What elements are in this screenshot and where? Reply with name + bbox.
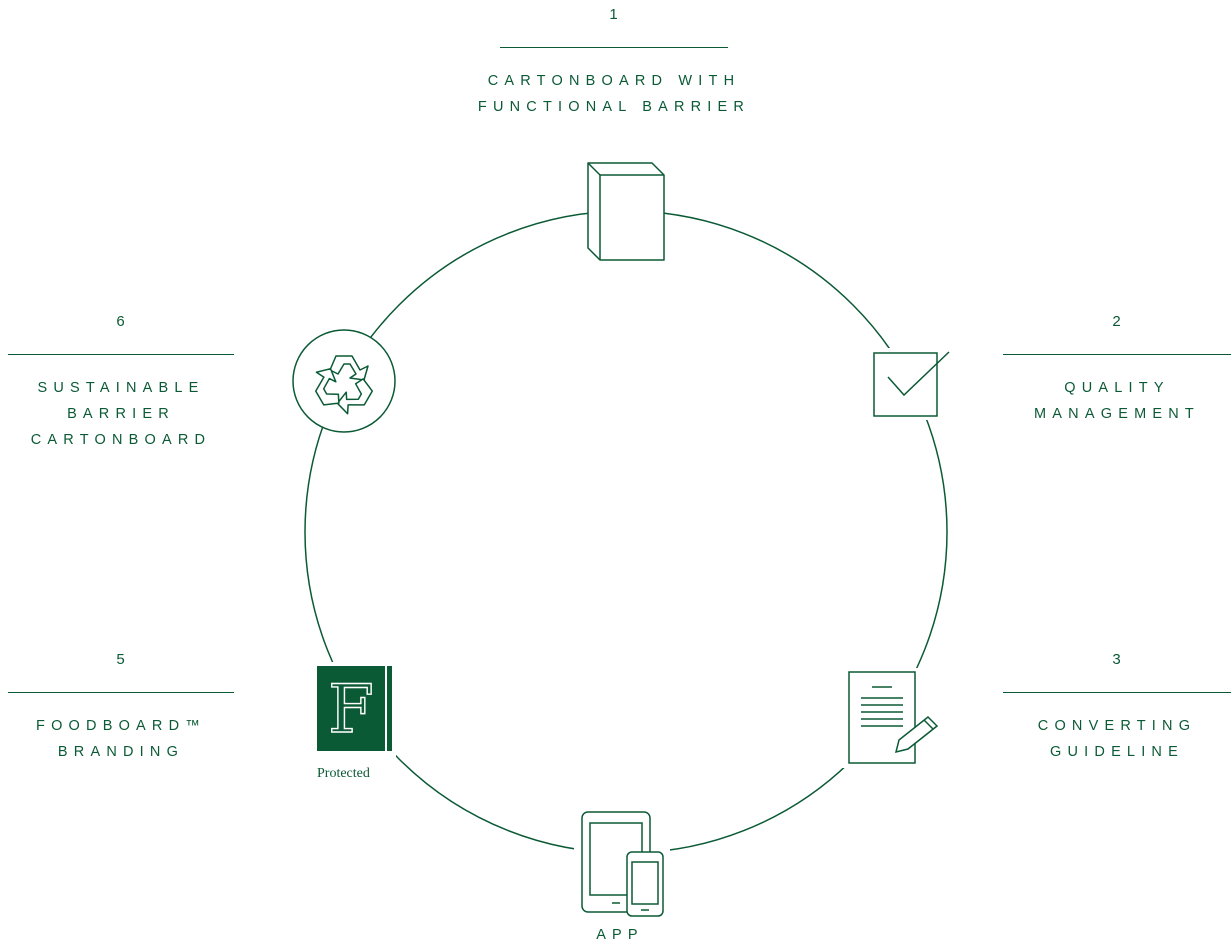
foodboard-logo-letter: F [328,671,374,748]
step-1-title-line-2: FUNCTIONAL BARRIER [477,99,751,115]
step-5-title: FOODBOARD™ BRANDING [8,713,234,765]
step-6-title-line-2: BARRIER [67,406,175,422]
step-1-divider [500,47,728,48]
step-6-divider [8,354,234,355]
step-2-label: 2 QUALITY MANAGEMENT [1003,312,1231,427]
step-5-title-line-1: FOODBOARD™ [36,718,206,734]
document-pen-icon [842,668,939,768]
step-1-title: CARTONBOARD WITH FUNCTIONAL BARRIER [420,68,808,120]
step-1-label: 1 CARTONBOARD WITH FUNCTIONAL BARRIER [478,5,744,120]
foodboard-logo-caption: Protected [317,766,370,781]
step-6-title: SUSTAINABLE BARRIER CARTONBOARD [8,375,234,453]
step-3-title-line-1: CONVERTING [1037,718,1197,734]
step-1-number: 1 [609,6,619,23]
step-4-label: APP [560,922,680,948]
step-2-title-line-1: QUALITY [1064,380,1170,396]
tablet-phone-icon [574,806,670,918]
step-6-title-line-3: CARTONBOARD [30,432,212,448]
step-6-label: 6 SUSTAINABLE BARRIER CARTONBOARD [8,312,234,453]
step-5-divider [8,692,234,693]
step-3-title-line-2: GUIDELINE [1050,744,1184,760]
step-5-label: 5 FOODBOARD™ BRANDING [8,650,234,765]
step-5-title-line-2: BRANDING [57,744,185,760]
step-5-number: 5 [116,651,126,668]
step-2-number: 2 [1112,313,1122,330]
step-6-number: 6 [116,313,126,330]
foodboard-logo-icon: F Protected [308,662,396,788]
step-1-title-line-1: CARTONBOARD WITH [487,73,741,89]
step-2-title: QUALITY MANAGEMENT [1003,375,1231,427]
step-4-title-line-1: APP [596,927,644,943]
step-2-title-line-2: MANAGEMENT [1034,406,1200,422]
step-6-title-line-1: SUSTAINABLE [37,380,205,396]
recycle-icon [292,329,396,433]
step-3-divider [1003,692,1231,693]
step-2-divider [1003,354,1231,355]
carton-box-icon [587,162,665,261]
step-3-number: 3 [1112,651,1122,668]
checkbox-check-icon [868,348,950,420]
step-4-title: APP [560,922,680,948]
step-3-title: CONVERTING GUIDELINE [1003,713,1231,765]
step-3-label: 3 CONVERTING GUIDELINE [1003,650,1231,765]
